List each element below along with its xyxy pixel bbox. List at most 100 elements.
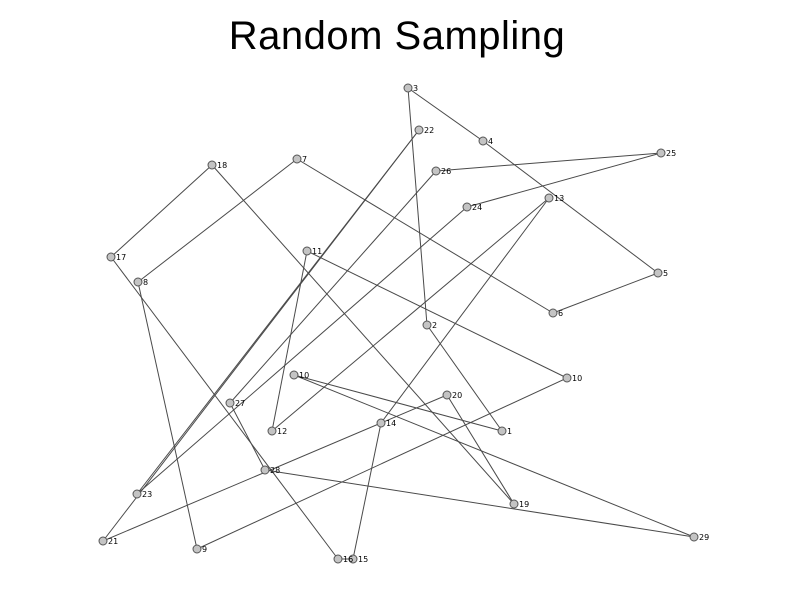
node-label: 17	[116, 253, 126, 262]
node-13: 13	[544, 193, 564, 203]
edge-n10b-n11	[306, 250, 568, 379]
node-label: 15	[358, 555, 368, 564]
node-marker	[106, 252, 116, 262]
node-6: 6	[548, 308, 563, 318]
node-marker	[431, 166, 441, 176]
edge-n12-n13	[271, 197, 550, 432]
node-marker	[302, 246, 312, 256]
node-marker	[333, 554, 343, 564]
node-marker	[132, 489, 142, 499]
edge-n5-n6	[552, 272, 659, 314]
node-22: 22	[414, 125, 434, 135]
node-marker	[289, 370, 299, 380]
node-10: 10	[289, 370, 309, 380]
node-8: 8	[133, 277, 148, 287]
node-21: 21	[98, 536, 118, 546]
node-label: 28	[270, 466, 280, 475]
edge-n16-n17	[110, 256, 339, 560]
node-26: 26	[431, 166, 451, 176]
node-16: 16	[333, 554, 353, 564]
edge-n13-n14	[380, 197, 550, 424]
node-28: 28	[260, 465, 280, 475]
node-marker	[478, 136, 488, 146]
edge-n3-n4	[407, 87, 484, 142]
node-label: 19	[519, 500, 529, 509]
node-marker	[192, 544, 202, 554]
node-label: 10	[299, 371, 309, 380]
node-15: 15	[348, 554, 368, 564]
node-marker	[133, 277, 143, 287]
node-marker	[292, 154, 302, 164]
node-label: 21	[108, 537, 118, 546]
node-label: 2	[432, 321, 437, 330]
node-marker	[98, 536, 108, 546]
node-17: 17	[106, 252, 126, 262]
node-label: 23	[142, 490, 152, 499]
edge-n17-n18	[110, 164, 213, 258]
node-1: 1	[497, 426, 512, 436]
node-marker	[656, 148, 666, 158]
node-label: 22	[424, 126, 434, 135]
node-label: 9	[202, 545, 207, 554]
edge-n20-n21	[102, 394, 448, 542]
node-label: 1	[507, 427, 512, 436]
edge-n27-n28	[229, 402, 266, 471]
node-5: 5	[653, 268, 668, 278]
node-label: 6	[558, 309, 563, 318]
node-label: 26	[441, 167, 451, 176]
node-9: 9	[192, 544, 207, 554]
diagram-title: Random Sampling	[228, 14, 566, 58]
edge-n25-n26	[435, 152, 662, 172]
edge-n10-n1	[293, 374, 503, 432]
node-label: 27	[235, 399, 245, 408]
node-27: 27	[225, 398, 245, 408]
node-marker	[462, 202, 472, 212]
edge-n2-n3	[407, 87, 428, 326]
node-label: 16	[343, 555, 353, 564]
edge-n4-n5	[482, 140, 659, 274]
node-marker	[442, 390, 452, 400]
edge-n14-n15	[352, 422, 382, 560]
node-23: 23	[132, 489, 152, 499]
edge-n22-n23	[136, 129, 420, 495]
node-18: 18	[207, 160, 227, 170]
edge-n18-n19	[211, 164, 515, 505]
node-marker	[497, 426, 507, 436]
node-4: 4	[478, 136, 493, 146]
node-11: 11	[302, 246, 322, 256]
node-marker	[225, 398, 235, 408]
edge-n28-n29	[264, 469, 695, 538]
edge-n19-n20	[446, 394, 515, 505]
node-marker	[422, 320, 432, 330]
node-marker	[267, 426, 277, 436]
node-label: 8	[143, 278, 148, 287]
node-label: 14	[386, 419, 396, 428]
node-10: 10	[562, 373, 582, 383]
node-label: 3	[413, 84, 418, 93]
edge-n9-n10b	[196, 377, 568, 550]
edge-n7-n8	[137, 158, 298, 283]
node-marker	[207, 160, 217, 170]
edge-n8-n9	[137, 281, 198, 550]
node-marker	[348, 554, 358, 564]
node-2: 2	[422, 320, 437, 330]
node-marker	[653, 268, 663, 278]
node-label: 20	[452, 391, 462, 400]
node-marker	[414, 125, 424, 135]
node-label: 12	[277, 427, 287, 436]
node-label: 24	[472, 203, 482, 212]
edge-n24-n25	[466, 152, 662, 208]
edge-n29-n10	[293, 374, 695, 538]
node-label: 7	[302, 155, 307, 164]
edge-n26-n27	[229, 170, 437, 404]
node-marker	[689, 532, 699, 542]
node-marker	[260, 465, 270, 475]
node-label: 10	[572, 374, 582, 383]
node-marker	[548, 308, 558, 318]
node-14: 14	[376, 418, 396, 428]
node-label: 4	[488, 137, 493, 146]
edge-n6-n7	[296, 158, 554, 314]
node-label: 5	[663, 269, 668, 278]
node-25: 25	[656, 148, 676, 158]
